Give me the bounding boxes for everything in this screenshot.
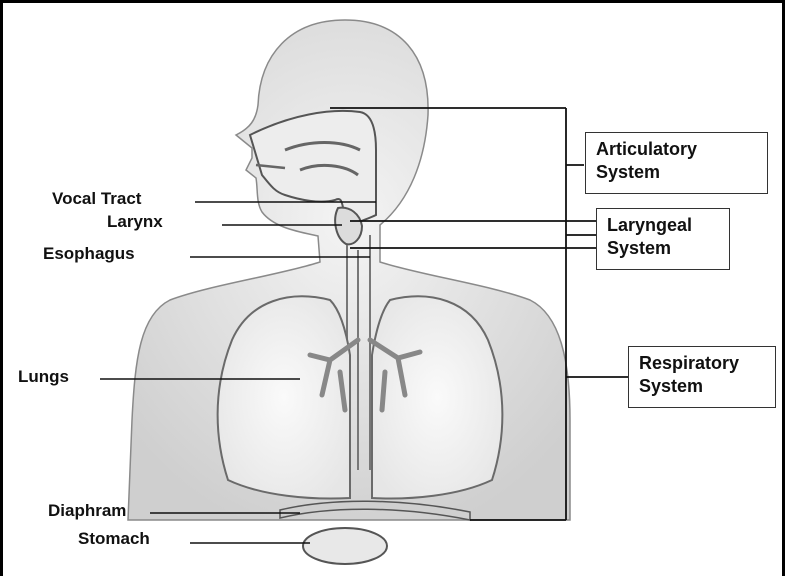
respiratory-system-line2: System	[639, 375, 775, 398]
laryngeal-system-box: Laryngeal System	[596, 208, 730, 270]
laryngeal-system-line2: System	[607, 237, 729, 260]
label-stomach: Stomach	[78, 530, 150, 547]
label-larynx: Larynx	[107, 213, 163, 230]
articulatory-system-box: Articulatory System	[585, 132, 768, 194]
articulatory-system-line2: System	[596, 161, 767, 184]
label-esophagus: Esophagus	[43, 245, 135, 262]
respiratory-system-box: Respiratory System	[628, 346, 776, 408]
label-vocal-tract: Vocal Tract	[52, 190, 141, 207]
stomach-shape	[303, 528, 387, 564]
articulatory-system-line1: Articulatory	[596, 138, 767, 161]
laryngeal-system-line1: Laryngeal	[607, 214, 729, 237]
label-lungs: Lungs	[18, 368, 69, 385]
label-diaphram: Diaphram	[48, 502, 126, 519]
respiratory-system-line1: Respiratory	[639, 352, 775, 375]
